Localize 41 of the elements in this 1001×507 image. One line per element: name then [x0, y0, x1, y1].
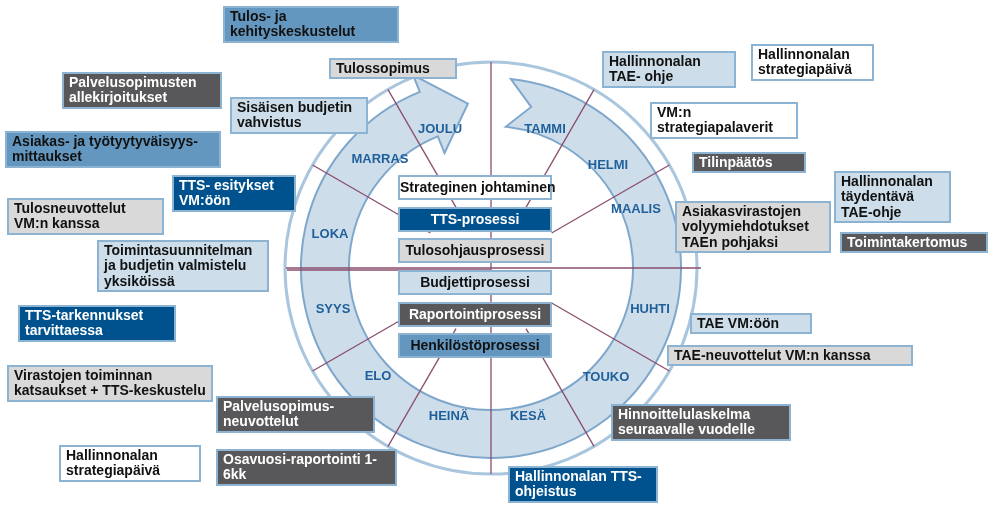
event-box: Sisäisen budjetin vahvistus	[230, 97, 368, 134]
process-key: Budjettiprosessi	[398, 270, 552, 295]
month-label: JOULU	[417, 120, 463, 136]
month-label: HEINÄ	[428, 407, 470, 423]
month-label: LOKA	[311, 225, 349, 241]
event-box: Hallinnonalan TAE- ohje	[602, 51, 736, 88]
event-box: Hinnoittelulaskelma seuraavalle vuodelle	[611, 404, 791, 441]
event-box: Asiakasvirastojen volyymiehdotukset TAEn pohjaksi	[675, 201, 831, 254]
event-box: Asiakas- ja työtyytyväisyys-mittaukset	[5, 131, 221, 168]
event-box: Virastojen toiminnan katsaukset + TTS-keskustelu	[7, 365, 213, 402]
event-box: Tilinpäätös	[692, 152, 806, 174]
event-box: TTS-tarkennukset tarvittaessa	[18, 305, 176, 342]
event-box: VM:n strategiapalaverit	[650, 102, 798, 139]
event-box: Hallinnonalan täydentävä TAE-ohje	[834, 171, 951, 224]
event-box: Hallinnonalan strategiapäivä	[751, 44, 874, 81]
process-key: Tulosohjausprosessi	[398, 238, 552, 263]
event-box: Tulosneuvottelut VM:n kanssa	[7, 198, 164, 235]
month-label: HUHTI	[630, 300, 670, 316]
month-label: ELO	[364, 367, 392, 383]
event-box: Palvelusopimusten allekirjoitukset	[62, 72, 222, 109]
event-box: Hallinnonalan TTS-ohjeistus	[508, 466, 658, 503]
month-label: KESÄ	[509, 407, 547, 423]
process-key: TTS-prosessi	[398, 207, 552, 232]
event-box: TTS- esitykset VM:öön	[172, 175, 296, 212]
event-box: Osavuosi-raportointi 1- 6kk	[216, 449, 397, 486]
event-box: Hallinnonalan strategiapäivä	[59, 445, 201, 482]
event-box: Tulos- ja kehityskeskustelut	[223, 6, 399, 43]
process-key: Henkilöstöprosessi	[398, 333, 552, 358]
event-box: TAE VM:öön	[690, 313, 812, 335]
process-key: Raportointiprosessi	[398, 302, 552, 327]
event-box: Tulossopimus	[329, 58, 457, 80]
month-label: TOUKO	[582, 368, 630, 384]
event-box: Palvelusopimus-neuvottelut	[216, 396, 375, 433]
month-label: HELMI	[587, 156, 629, 172]
month-label: SYYS	[315, 300, 351, 316]
month-label: MAALIS	[611, 200, 661, 216]
month-label: MARRAS	[351, 150, 409, 166]
event-box: Toimintakertomus	[840, 232, 988, 254]
event-box: TAE-neuvottelut VM:n kanssa	[667, 345, 913, 367]
month-label: TAMMI	[524, 120, 566, 136]
event-box: Toimintasuunnitelman ja budjetin valmistelu yksiköissä	[97, 240, 269, 293]
